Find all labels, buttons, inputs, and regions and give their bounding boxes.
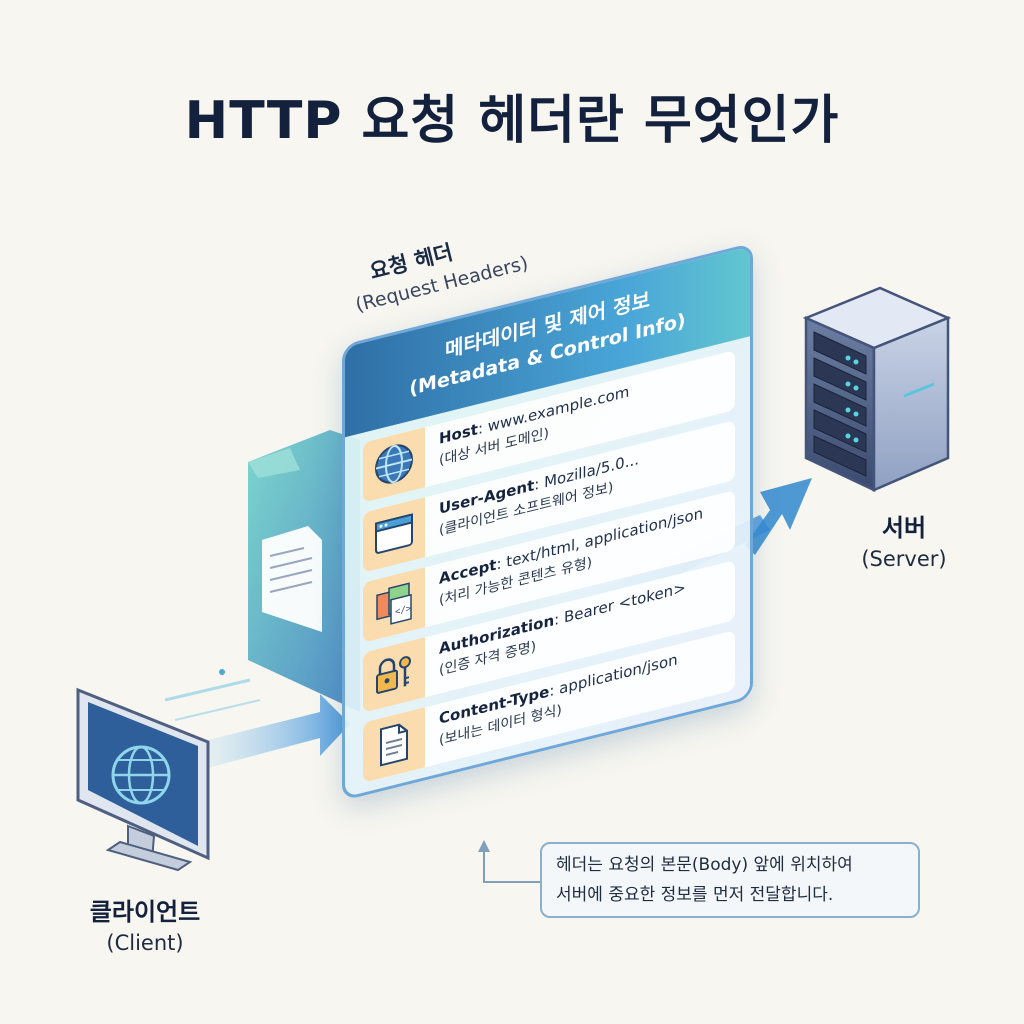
content-types-icon: </> xyxy=(363,567,425,643)
header-row-host: Host: www.example.com(대상 서버 도메인) xyxy=(363,350,735,503)
globe-icon xyxy=(363,427,425,503)
callout-box: 헤더는 요청의 본문(Body) 앞에 위치하여 서버에 중요한 정보를 먼저 … xyxy=(540,842,920,918)
server-rack-icon xyxy=(802,286,952,492)
envelope-box xyxy=(248,430,360,712)
request-arrow-left xyxy=(164,669,350,770)
client-label-en: (Client) xyxy=(106,931,184,955)
document-icon xyxy=(363,707,425,783)
svg-text:</>: </> xyxy=(395,604,412,618)
header-row-content-type: Content-Type: application/json(보내는 데이터 형… xyxy=(363,630,735,783)
browser-window-icon xyxy=(363,497,425,573)
server-label-en: (Server) xyxy=(861,547,947,571)
callout-line-2: 서버에 중요한 정보를 먼저 전달합니다. xyxy=(556,885,834,905)
request-headers-panel: 메타데이터 및 제어 정보 (Metadata & Control Info) … xyxy=(342,242,753,801)
client-label-ko: 클라이언트 xyxy=(89,898,201,926)
diagram-title: HTTP 요청 헤더란 무엇인가 xyxy=(184,91,840,151)
header-row-accept: </> Accept: text/html, application/json(… xyxy=(363,490,735,643)
server-label: 서버 (Server) xyxy=(848,508,960,571)
header-row-authorization: Authorization: Bearer <token>(인증 자격 증명) xyxy=(363,560,735,713)
monitor-globe-icon xyxy=(76,687,210,872)
callout-line-1: 헤더는 요청의 본문(Body) 앞에 위치하여 xyxy=(556,855,853,875)
header-row-user-agent: User-Agent: Mozilla/5.0...(클라이언트 소프트웨어 정… xyxy=(363,420,735,573)
server-label-ko: 서버 xyxy=(881,514,927,542)
callout-pointer xyxy=(483,850,540,883)
client-label: 클라이언트 (Client) xyxy=(70,892,220,955)
lock-key-icon xyxy=(363,637,425,713)
